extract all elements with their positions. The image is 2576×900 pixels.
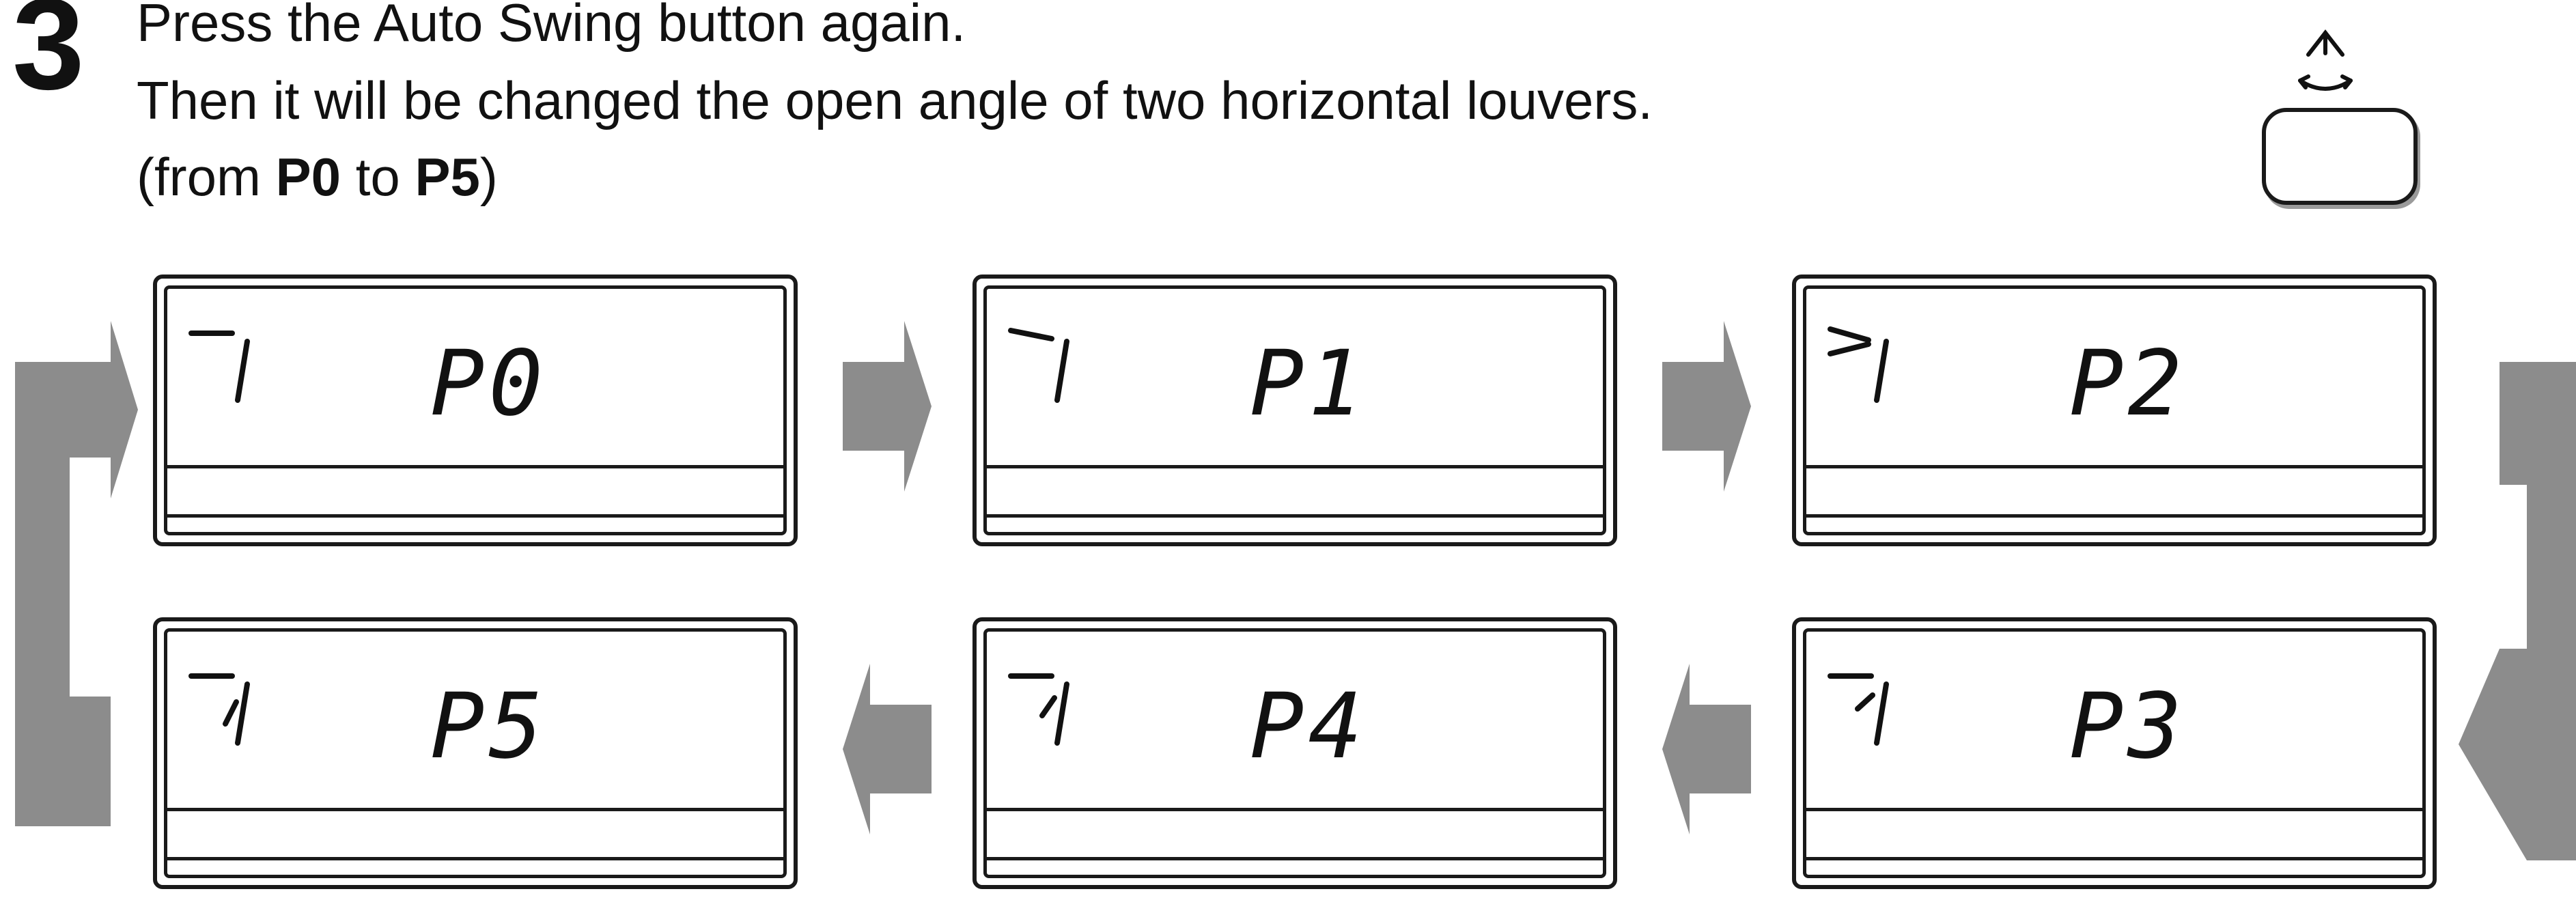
louver-icon: [1828, 326, 1889, 403]
position-code: P5: [430, 674, 547, 779]
louver-vane: [188, 331, 250, 403]
range-from: P0: [275, 147, 341, 207]
instruction-line-1: Press the Auto Swing button again.: [137, 0, 966, 53]
louver-icon: [1828, 673, 1889, 746]
louver-vane: [1828, 326, 1889, 403]
step-number: 3: [12, 0, 85, 117]
arrow-right-icon: [843, 321, 932, 492]
lcd-panel-p0: P0: [153, 275, 798, 546]
position-code: P3: [2069, 674, 2186, 779]
position-code: P1: [1250, 331, 1367, 436]
louver-icon: [188, 331, 250, 403]
lcd-panel-p2: P2: [1792, 275, 2437, 546]
loop-arrow-right-icon: [2459, 362, 2576, 860]
instruction-line-2: Then it will be changed the open angle o…: [137, 70, 1653, 130]
arrow-left-icon: [843, 664, 932, 834]
lcd-panel-p5: P5: [153, 617, 798, 889]
position-code: P2: [2069, 331, 2186, 436]
range-to: P5: [415, 147, 480, 207]
lcd-panel-p3: P3: [1792, 617, 2437, 889]
lcd-panel-p1: P1: [972, 275, 1617, 546]
lcd-panel-p4: P4: [972, 617, 1617, 889]
louver-vane: [1828, 673, 1889, 746]
auto-swing-button[interactable]: [2262, 108, 2418, 205]
position-code: P4: [1250, 674, 1367, 779]
range-prefix: (from: [137, 147, 276, 207]
instruction-line-3: (from P0 to P5): [137, 150, 498, 203]
arrow-right-icon: [1662, 321, 1751, 492]
louver-icon: [188, 673, 250, 746]
range-mid: to: [341, 147, 415, 207]
range-suffix: ): [479, 147, 498, 207]
auto-swing-icon: [2298, 29, 2353, 91]
louver-icon: [1008, 328, 1069, 403]
louver-vane: [188, 673, 250, 746]
loop-arrow-left-icon: [15, 321, 138, 826]
louver-vane: [1008, 673, 1069, 746]
louver-icon: [1008, 673, 1069, 746]
louver-vane: [1008, 328, 1069, 403]
arrow-left-icon: [1662, 664, 1751, 834]
position-code: P0: [430, 331, 547, 436]
